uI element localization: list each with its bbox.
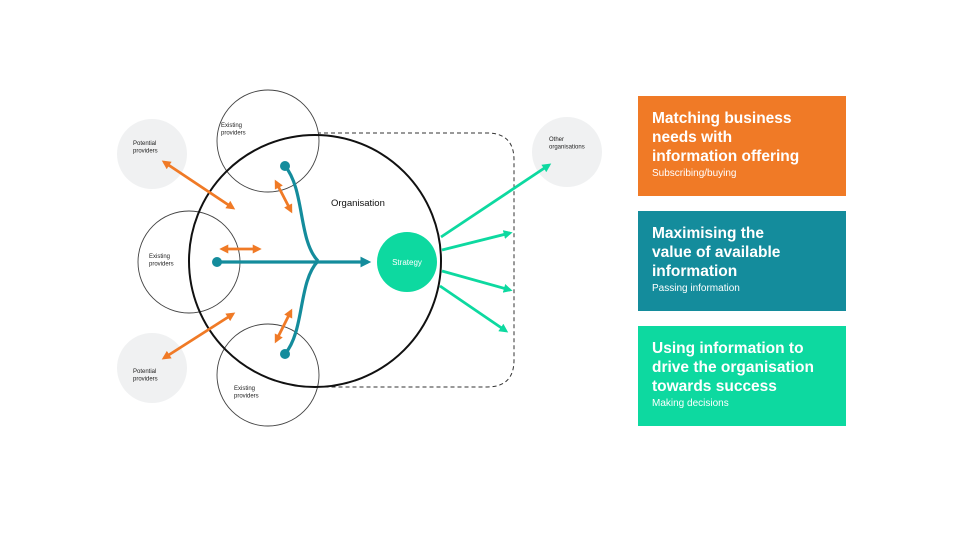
existing-providers-top-node <box>216 89 320 193</box>
orange-exchange-bottom-left <box>161 312 236 360</box>
teal-flow-bottom <box>283 259 320 356</box>
strategy-label: Strategy <box>392 258 422 267</box>
green-output-2 <box>441 230 513 252</box>
passing-information-box: Maximising the value of available inform… <box>638 211 846 311</box>
green-output-3 <box>441 269 513 293</box>
teal-source-bottom <box>280 349 290 359</box>
box-2-title: Maximising the value of available inform… <box>652 225 781 280</box>
orange-exchange-top-left <box>161 160 236 210</box>
strategy-node <box>377 232 437 292</box>
orange-exchange-top <box>274 179 293 214</box>
subscribing-buying-box: Matching business needs with information… <box>638 96 846 196</box>
box-2-subtitle: Passing information <box>652 283 740 294</box>
organisation-node <box>188 134 442 388</box>
box-1-subtitle: Subscribing/buying <box>652 168 737 179</box>
other-organisations-node <box>532 117 602 187</box>
teal-source-top <box>280 161 290 171</box>
potential-providers-bottom-node <box>117 333 187 403</box>
organisation-label: Organisation <box>331 198 385 209</box>
orange-exchange-bottom <box>274 308 293 344</box>
green-output-1 <box>440 163 552 239</box>
box-1-title: Matching business needs with information… <box>652 110 800 165</box>
teal-flow-top <box>283 164 320 263</box>
box-3-title: Using information to drive the organisat… <box>652 340 814 395</box>
green-output-4 <box>439 284 509 333</box>
teal-source-left <box>212 257 222 267</box>
making-decisions-box: Using information to drive the organisat… <box>638 326 846 426</box>
existing-providers-bottom-node <box>216 323 320 427</box>
box-3-subtitle: Making decisions <box>652 398 729 409</box>
